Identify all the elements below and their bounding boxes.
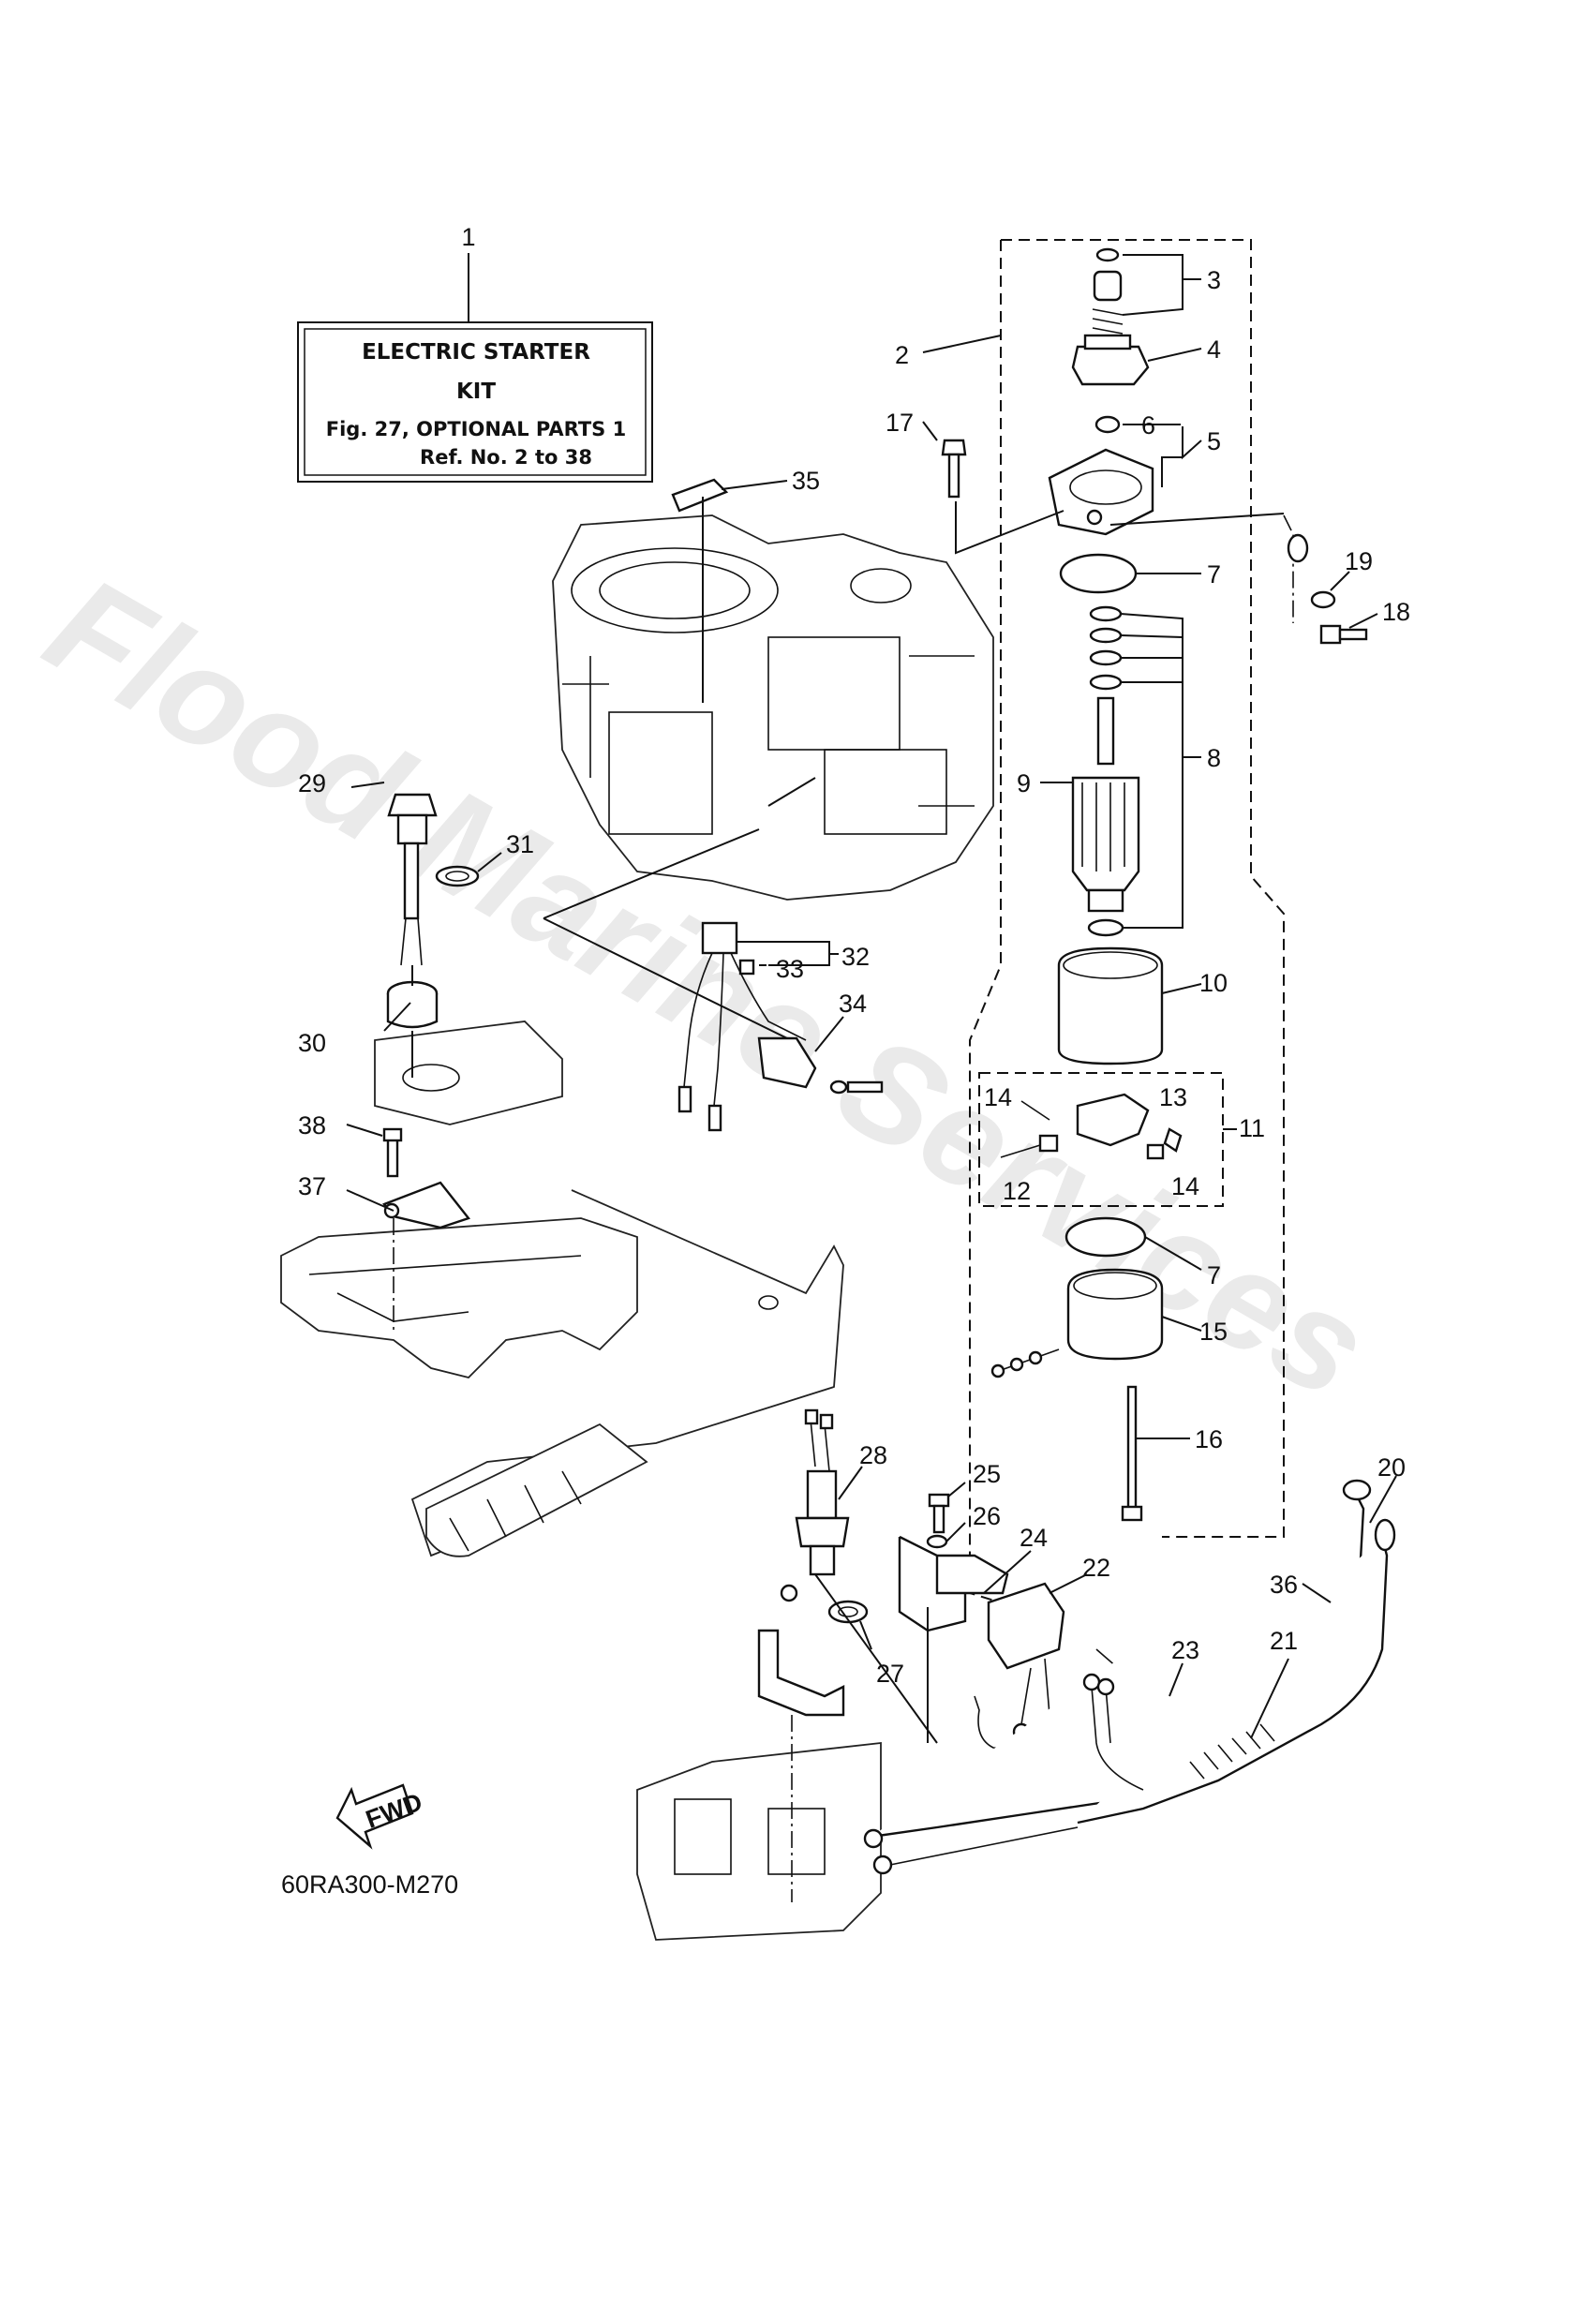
starter-pinion: [1071, 247, 1150, 386]
lead-bracket: [757, 1036, 884, 1095]
brush-holder: [1000, 1093, 1183, 1160]
callout-4: 4: [1207, 335, 1221, 364]
callout-16: 16: [1195, 1425, 1223, 1453]
callout-12: 12: [1003, 1177, 1031, 1205]
callout-31: 31: [506, 830, 534, 858]
neutral-switch: [387, 793, 438, 966]
through-bolt: [1121, 1385, 1143, 1522]
main-switch: [795, 1408, 850, 1576]
callout-7-lower: 7: [1207, 1261, 1221, 1289]
callout-6: 6: [1141, 411, 1155, 439]
o-ring-upper: [1059, 553, 1138, 594]
callout-33: 33: [776, 955, 804, 983]
callout-8: 8: [1207, 744, 1221, 772]
callout-30: 30: [298, 1029, 326, 1057]
callout-17: 17: [886, 409, 914, 437]
callout-10: 10: [1199, 969, 1228, 997]
washer-26: [926, 1534, 948, 1549]
callout-35: 35: [792, 467, 820, 495]
callout-15: 15: [1199, 1318, 1228, 1346]
callout-leaders: [346, 254, 1397, 1739]
fwd-arrow: FWD: [335, 1783, 425, 1850]
callout-27: 27: [876, 1660, 904, 1688]
callout-38: 38: [298, 1111, 326, 1140]
callout-3: 3: [1207, 266, 1221, 294]
callout-32: 32: [841, 943, 870, 971]
kit-ref-range: Ref. No. 2 to 38: [420, 446, 592, 469]
armature: [1071, 696, 1140, 913]
callout-19: 19: [1345, 547, 1373, 575]
kit-subtitle: KIT: [456, 380, 496, 404]
starter-cable-end: [1283, 514, 1368, 645]
kit-figure-ref: Fig. 27, OPTIONAL PARTS 1: [326, 418, 626, 440]
yoke: [1057, 946, 1164, 1065]
diagram-code: 60RA300-M270: [281, 1870, 458, 1899]
callout-36: 36: [1270, 1571, 1298, 1599]
callout-28: 28: [859, 1441, 887, 1469]
bolt-25: [928, 1493, 950, 1534]
wire-clamp: [435, 865, 480, 887]
callout-34: 34: [839, 990, 867, 1018]
callout-5: 5: [1207, 427, 1221, 455]
bottom-bracket: [757, 1584, 845, 1717]
callout-21: 21: [1270, 1627, 1298, 1655]
starter-top-cover: [1048, 415, 1154, 536]
swivel-bracket: [280, 1217, 638, 1378]
callout-labels: 1 2 3 4 5 6 7 7 8 9 10 11 12 13 14 14 15…: [298, 223, 1410, 1688]
link-bracket: [382, 1181, 471, 1229]
callout-11: 11: [1239, 1114, 1265, 1142]
callout-26: 26: [973, 1502, 1001, 1530]
tiller-handle: [410, 1189, 844, 1557]
callout-29: 29: [298, 769, 326, 797]
callout-24: 24: [1020, 1524, 1048, 1552]
callout-7-upper: 7: [1207, 560, 1221, 588]
kit-title: ELECTRIC STARTER: [362, 340, 590, 365]
callout-14-right: 14: [1171, 1172, 1199, 1200]
callout-37: 37: [298, 1172, 326, 1200]
starter-assembly-boundary: [969, 239, 1285, 1613]
o-ring-lower: [1064, 1216, 1147, 1258]
throttle-lever: [671, 478, 729, 513]
callout-14-left: 14: [984, 1083, 1012, 1111]
connector-lead: [677, 921, 807, 1132]
kit-box: ELECTRIC STARTER KIT Fig. 27, OPTIONAL P…: [297, 321, 653, 483]
callout-1: 1: [461, 223, 475, 251]
callout-25: 25: [973, 1460, 1001, 1488]
end-cover: [990, 1268, 1164, 1378]
engine-block: [552, 514, 994, 901]
battery-cable: [863, 1479, 1396, 1875]
bolt-38: [382, 1127, 403, 1178]
brush-holder-group: [978, 1072, 1224, 1207]
callout-2: 2: [895, 341, 909, 369]
callout-22: 22: [1082, 1554, 1110, 1582]
steering-bracket: [374, 1020, 563, 1125]
callout-9: 9: [1017, 769, 1031, 797]
callout-23: 23: [1171, 1636, 1199, 1664]
callout-18: 18: [1382, 598, 1410, 626]
callout-20: 20: [1377, 1453, 1406, 1482]
bolt-17: [941, 439, 967, 499]
bottom-cowling: [636, 1741, 882, 1941]
callout-13: 13: [1159, 1083, 1187, 1111]
neutral-switch-holder: [386, 980, 439, 1029]
